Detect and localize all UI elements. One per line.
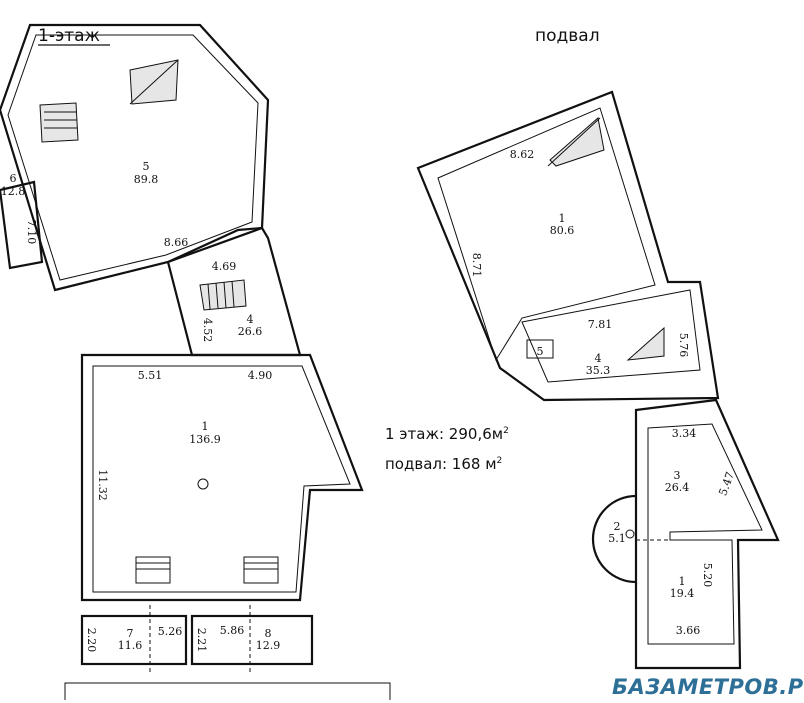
summary-basement-sup: 2	[496, 456, 503, 466]
floor1-room4-wall	[166, 226, 302, 357]
summary-floor1-text: 1 этаж: 290,6м	[385, 425, 504, 443]
f1-room7-num: 7	[127, 627, 134, 640]
b-room1-area: 80.6	[550, 224, 575, 237]
b-dim-547: 5.47	[716, 470, 737, 497]
b-room4-area: 35.3	[586, 364, 611, 377]
b-room1b-num: 1	[679, 575, 686, 588]
f1-dim-866: 8.66	[164, 236, 189, 249]
b-dim-366: 3.66	[676, 624, 701, 637]
f1-room7-area: 11.6	[118, 639, 143, 652]
f1-room5-num: 5	[143, 160, 150, 173]
b-room4-num: 4	[595, 352, 602, 365]
watermark: БАЗАМЕТРОВ.РУ	[612, 675, 804, 699]
f1-dim-221: 2.21	[195, 628, 208, 653]
f1-dim-452: 4.52	[201, 318, 214, 343]
f1-room6-area: 12.8	[1, 185, 26, 198]
area-summary: 1 этаж: 290,6м2 подвал: 168 м2	[385, 418, 509, 478]
b-dim-334: 3.34	[672, 427, 697, 440]
f1-dim-220: 2.20	[85, 628, 98, 653]
basement-room2-apse	[591, 494, 637, 584]
f1-dim-586: 5.86	[220, 624, 245, 637]
f1-dim-710: 7.10	[25, 220, 38, 245]
floor1-heading: 1-этаж	[38, 26, 100, 46]
floor1-room1-inner-wall	[92, 365, 351, 593]
b-room3-area: 26.4	[665, 481, 690, 494]
b-room3-num: 3	[674, 469, 681, 482]
summary-floor1-sup: 2	[503, 426, 509, 436]
summary-basement: подвал: 168 м2	[385, 448, 509, 478]
floor1-room5-inner-wall	[7, 34, 259, 281]
f1-dim-526: 5.26	[158, 625, 183, 638]
floor1-room6-wall	[0, 180, 44, 270]
f1-room4-num: 4	[247, 313, 254, 326]
b-room1b-area: 19.4	[670, 587, 695, 600]
f1-room1-area: 136.9	[189, 433, 221, 446]
f1-room5-area: 89.8	[134, 173, 159, 186]
basement-heading: подвал	[535, 26, 600, 46]
f1-dim-490: 4.90	[248, 369, 273, 382]
floor1-column	[197, 478, 209, 490]
basement-lower-inner-wall	[647, 423, 763, 645]
f1-room1-num: 1	[202, 420, 209, 433]
b-room1-num: 1	[559, 212, 566, 225]
floor1-room5-wall	[0, 23, 270, 292]
basement-wc	[526, 339, 554, 359]
summary-floor1: 1 этаж: 290,6м2	[385, 418, 509, 448]
f1-dim-469: 4.69	[212, 260, 237, 273]
floor1-stair-a	[39, 102, 79, 143]
b-room2-num: 2	[614, 520, 621, 533]
b-dim-520: 5.20	[701, 563, 714, 588]
basement-room4-wall	[521, 289, 701, 383]
floor1-room8-wall	[190, 614, 314, 666]
basement-column	[625, 529, 635, 539]
b-room5-num: 5	[537, 345, 544, 358]
basement-lower-wall	[634, 398, 780, 670]
basement-room1-wall	[416, 90, 720, 402]
b-room2-area: 5.1	[608, 532, 626, 545]
f1-room8-num: 8	[265, 627, 272, 640]
summary-basement-text: подвал: 168 м	[385, 455, 497, 473]
basement-stair-b	[626, 326, 665, 361]
basement-plan	[416, 90, 780, 670]
floor1-room7-wall	[80, 614, 188, 666]
f1-room8-area: 12.9	[256, 639, 281, 652]
b-dim-862: 8.62	[510, 148, 535, 161]
floor1-room1-wall	[80, 353, 364, 602]
floor1-stair-c	[199, 279, 247, 311]
b-dim-576: 5.76	[677, 333, 690, 358]
basement-room1-inner-wall	[437, 107, 656, 362]
floor1-plan	[0, 23, 391, 700]
f1-dim-1132: 11.32	[96, 469, 109, 501]
floor1-entrance-stair-b	[243, 556, 279, 584]
floor1-entrance-stair-a	[135, 556, 171, 584]
f1-dim-551: 5.51	[138, 369, 163, 382]
b-dim-871: 8.71	[470, 253, 483, 278]
f1-room6-num: 6	[10, 172, 17, 185]
basement-stair-a	[549, 117, 605, 167]
f1-room4-area: 26.6	[238, 325, 263, 338]
b-dim-781: 7.81	[588, 318, 613, 331]
floor1-frontage-bracket	[64, 682, 391, 700]
